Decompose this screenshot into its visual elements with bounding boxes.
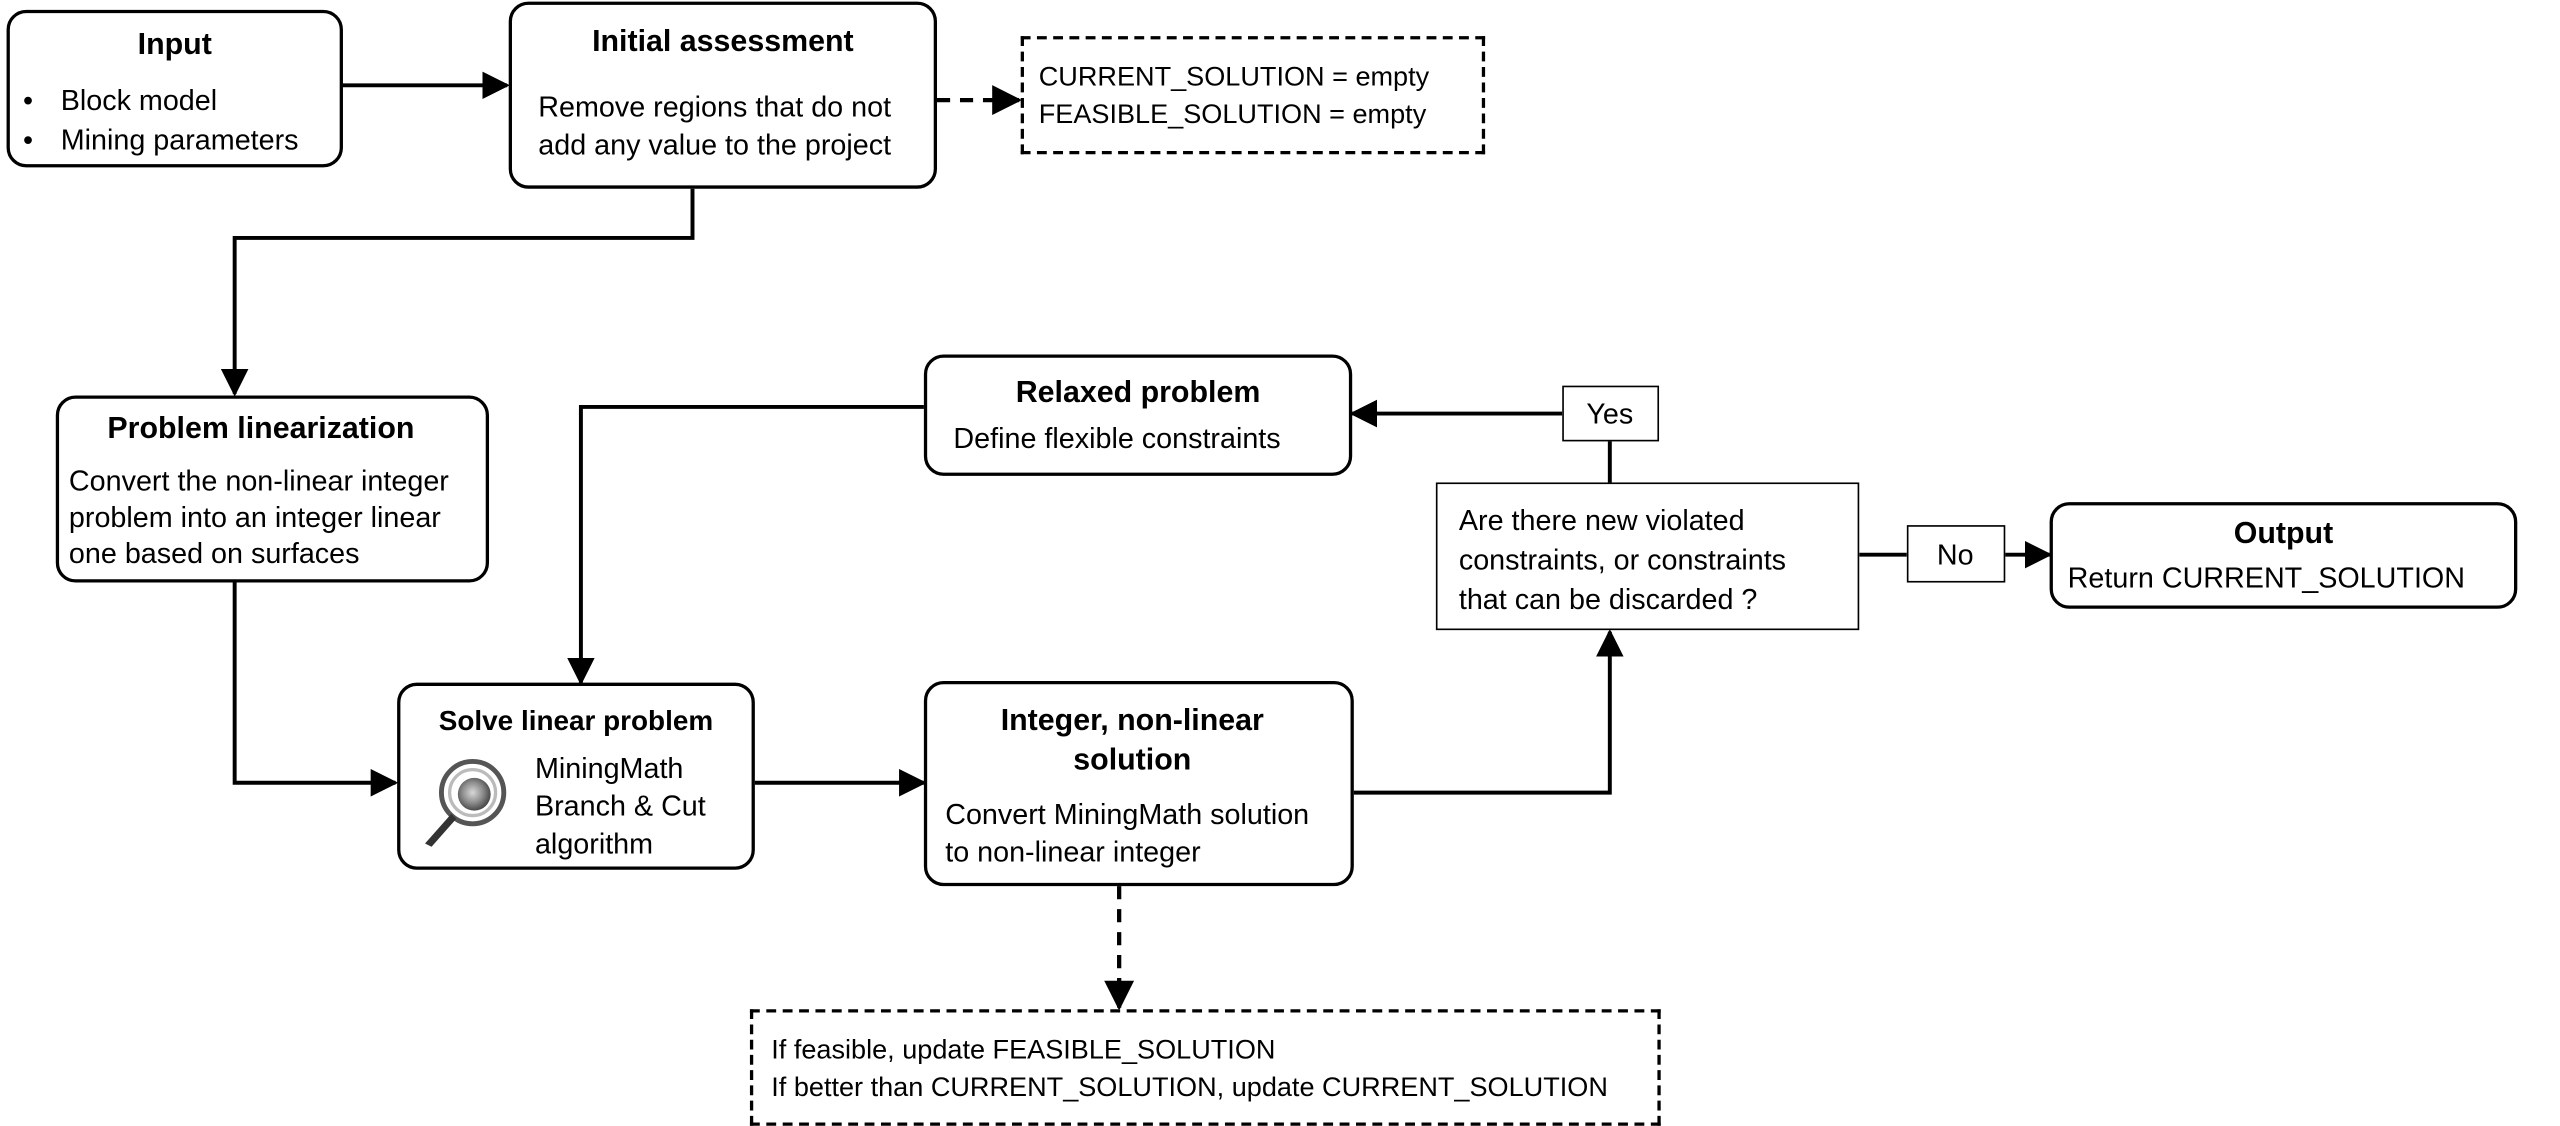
- arrow-linearization-to-solve: [232, 582, 399, 797]
- decision-box: Are there new violated constraints, or c…: [1435, 482, 1860, 631]
- solve-linear-problem-title: Solve linear problem: [438, 705, 714, 737]
- initial-state-box: CURRENT_SOLUTION = empty FEASIBLE_SOLUTI…: [1020, 36, 1486, 155]
- relaxed-problem-box: Relaxed problem Define flexible constrai…: [923, 354, 1353, 476]
- decision-line-1: Are there new violated: [1458, 503, 1745, 537]
- solve-line-3: algorithm: [534, 827, 654, 860]
- output-box: Output Return CURRENT_SOLUTION: [2049, 502, 2518, 609]
- update-solution-box: If feasible, update FEASIBLE_SOLUTION If…: [749, 1009, 1661, 1126]
- initial-state-line-2: FEASIBLE_SOLUTION = empty: [1038, 100, 1427, 130]
- input-item-2: Mining parameters: [60, 123, 299, 156]
- no-label: No: [1936, 538, 1974, 572]
- problem-linearization-line-3: one based on surfaces: [68, 536, 360, 570]
- input-bullet-2: •: [22, 123, 34, 156]
- input-title: Input: [137, 26, 212, 61]
- input-box: Input • Block model • Mining parameters: [6, 9, 343, 168]
- problem-linearization-box: Problem linearization Convert the non-li…: [55, 395, 490, 583]
- problem-linearization-line-2: problem into an integer linear: [68, 500, 441, 534]
- arrow-integer-to-decision: [1353, 629, 1624, 795]
- initial-assessment-box: Initial assessment Remove regions that d…: [508, 1, 938, 189]
- update-line-1: If feasible, update FEASIBLE_SOLUTION: [771, 1035, 1276, 1066]
- integer-solution-line-2: to non-linear integer: [945, 835, 1201, 869]
- initial-assessment-line-2: add any value to the project: [538, 127, 892, 161]
- integer-solution-line-1: Convert MiningMath solution: [945, 797, 1310, 831]
- output-line-1: Return CURRENT_SOLUTION: [2067, 561, 2466, 595]
- problem-linearization-line-1: Convert the non-linear integer: [68, 464, 449, 498]
- relaxed-problem-title: Relaxed problem: [1015, 374, 1261, 409]
- update-line-2: If better than CURRENT_SOLUTION, update …: [771, 1073, 1608, 1103]
- integer-solution-title-1: Integer, non-linear: [1000, 702, 1264, 737]
- decision-line-2: constraints, or constraints: [1458, 543, 1787, 576]
- solve-linear-problem-box: Solve linear problem MiningMath Branch &…: [397, 682, 755, 870]
- input-item-1: Block model: [60, 83, 218, 117]
- initial-state-line-1: CURRENT_SOLUTION = empty: [1038, 62, 1430, 92]
- magnifier-icon: [420, 753, 515, 848]
- integer-solution-box: Integer, non-linear solution Convert Min…: [923, 681, 1354, 887]
- yes-label: Yes: [1586, 397, 1634, 430]
- integer-solution-title-2: solution: [1073, 741, 1192, 777]
- solve-line-2: Branch & Cut: [534, 789, 706, 823]
- yes-label-box: Yes: [1562, 385, 1660, 442]
- input-bullet-1: •: [22, 83, 34, 117]
- no-label-box: No: [1906, 525, 2006, 583]
- decision-line-3: that can be discarded ?: [1458, 582, 1758, 616]
- arrow-relaxed-to-solve: [567, 404, 924, 686]
- initial-assessment-line-1: Remove regions that do not: [538, 90, 892, 124]
- output-title: Output: [2233, 515, 2334, 550]
- relaxed-problem-line-1: Define flexible constraints: [953, 421, 1281, 455]
- problem-linearization-title: Problem linearization: [107, 410, 415, 445]
- solve-line-1: MiningMath: [534, 751, 684, 785]
- initial-assessment-title: Initial assessment: [592, 22, 854, 58]
- arrow-initial-to-linearization: [220, 188, 695, 397]
